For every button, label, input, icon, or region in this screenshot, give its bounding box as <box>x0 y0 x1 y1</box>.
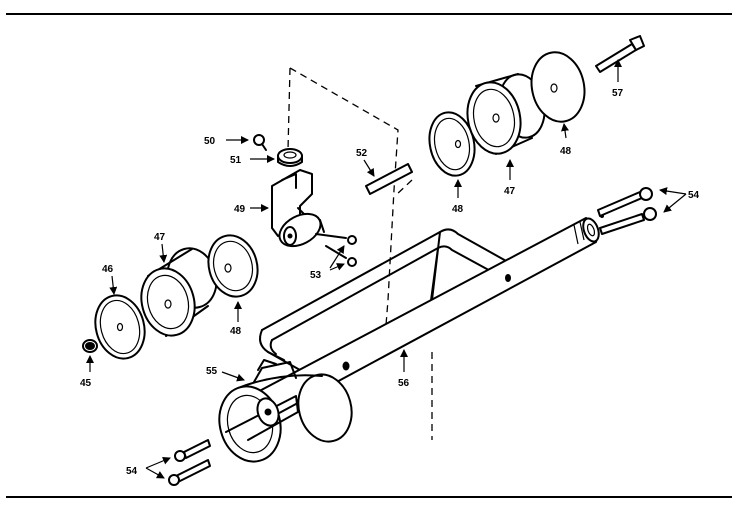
bracket-assembly <box>253 134 357 267</box>
bolts-left <box>168 439 211 486</box>
callout-52: 52 <box>356 148 368 159</box>
callout-57: 57 <box>612 88 624 99</box>
callout-56: 56 <box>398 378 410 389</box>
callout-46: 46 <box>102 264 114 275</box>
callout-47-right: 47 <box>504 186 516 197</box>
callout-55: 55 <box>206 366 218 377</box>
callout-54-right: 54 <box>688 190 700 201</box>
callout-50: 50 <box>204 136 216 147</box>
callout-49: 49 <box>234 204 246 215</box>
left-wheel-stack <box>82 234 259 360</box>
callout-48-left: 48 <box>230 326 242 337</box>
callout-arrows <box>86 59 687 479</box>
handle-bracket <box>259 228 509 371</box>
bolts-right <box>597 187 657 235</box>
callout-45: 45 <box>80 378 92 389</box>
pin-52 <box>365 163 413 195</box>
callout-54-left: 54 <box>126 466 138 477</box>
callout-47-left: 47 <box>154 232 166 243</box>
reference-dashed-lines <box>287 67 433 440</box>
right-wheel-stack <box>428 35 645 177</box>
callout-53: 53 <box>310 270 322 281</box>
rear-wheel-assembly <box>218 359 353 463</box>
callout-48-mid: 48 <box>452 204 464 215</box>
callout-51: 51 <box>230 155 242 166</box>
callout-48-right: 48 <box>560 146 572 157</box>
